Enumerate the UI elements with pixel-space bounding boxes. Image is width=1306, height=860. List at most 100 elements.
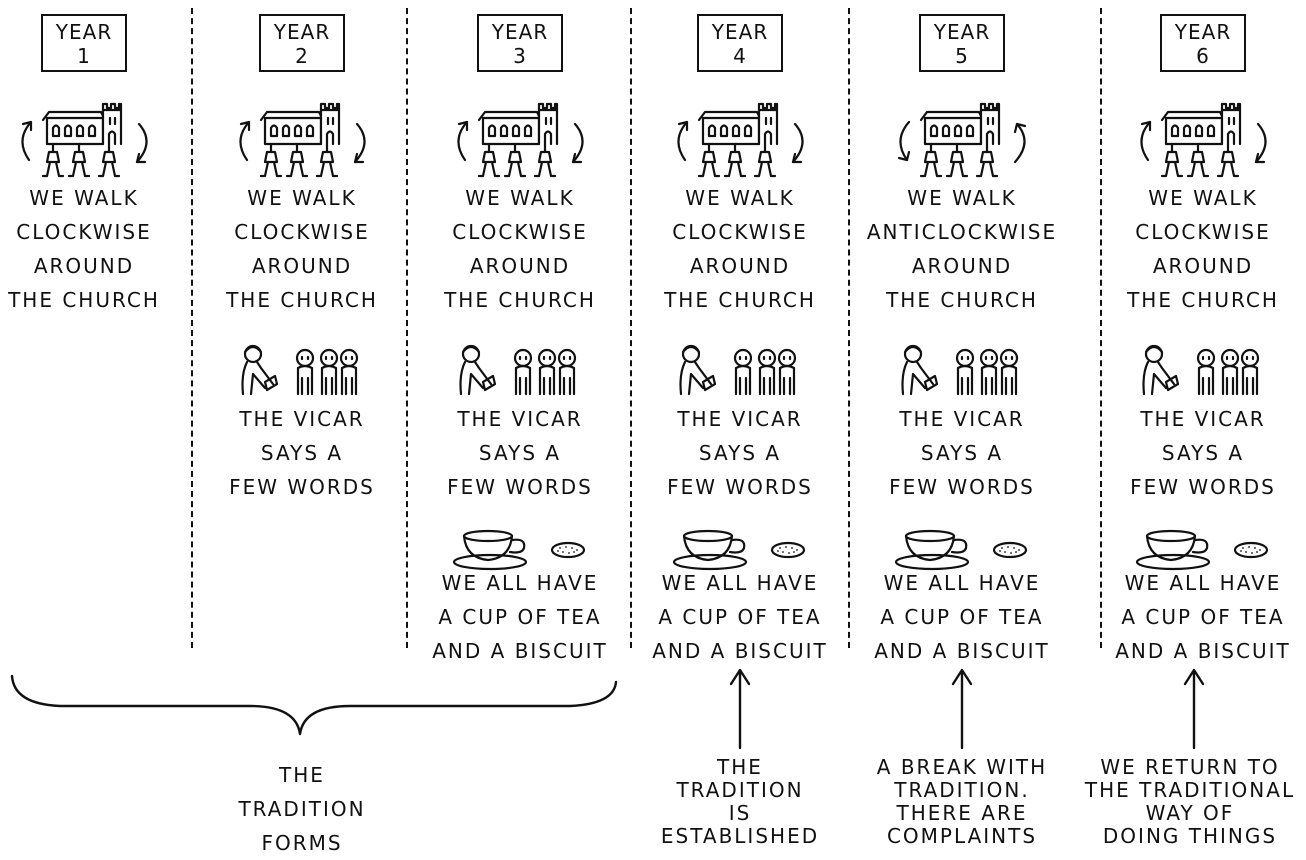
annotation-line: THE <box>717 755 763 779</box>
vicar-caption-line: THE VICAR <box>899 407 1025 431</box>
walk-caption-line: AROUND <box>1152 254 1254 278</box>
walk-caption-line: ANTICLOCKWISE <box>866 220 1058 244</box>
annotation-line: TRADITION. <box>894 778 1030 802</box>
vicar-and-congregation-icon <box>901 344 1019 396</box>
annotation-line: WE RETURN TO <box>1100 755 1280 779</box>
walk-caption: WE WALK CLOCKWISE AROUND THE CHURCH <box>637 181 843 317</box>
teacup-icon <box>1135 529 1211 571</box>
walk-caption-line: CLOCKWISE <box>1135 220 1271 244</box>
tea-caption-line: A CUP OF TEA <box>880 605 1044 629</box>
walk-caption-line: WE WALK <box>685 186 795 210</box>
column-divider <box>630 8 632 648</box>
tea-caption-line: WE ALL HAVE <box>883 571 1041 595</box>
biscuit-icon <box>770 541 806 559</box>
annotation-line: DOING THINGS <box>1102 824 1278 848</box>
biscuit-icon <box>550 541 586 559</box>
vicar-caption-line: SAYS A <box>920 441 1004 465</box>
annotation-line: IS <box>728 801 752 825</box>
church-with-walkers-icon <box>239 102 366 178</box>
vicar-caption-line: FEW WORDS <box>667 475 813 499</box>
vicar-and-congregation-icon <box>1142 344 1260 396</box>
church-with-walkers-icon <box>21 102 148 178</box>
tea-and-biscuit <box>452 529 586 571</box>
walk-caption-line: CLOCKWISE <box>16 220 152 244</box>
vicar-caption-line: FEW WORDS <box>889 475 1035 499</box>
annotation-line: THERE ARE <box>896 801 1028 825</box>
tea-caption-line: AND A BISCUIT <box>1115 639 1291 663</box>
church-with-walkers-icon <box>1140 102 1267 178</box>
vicar-and-congregation-icon <box>241 344 359 396</box>
up-arrow-icon <box>951 668 973 750</box>
tea-caption-line: WE ALL HAVE <box>1124 571 1282 595</box>
column-divider <box>406 8 408 648</box>
tea-caption-line: A CUP OF TEA <box>1121 605 1285 629</box>
walk-caption-line: WE WALK <box>1148 186 1258 210</box>
vicar-caption-line: THE VICAR <box>1140 407 1266 431</box>
up-arrow-icon <box>729 668 751 750</box>
walk-caption-line: THE CHURCH <box>444 288 596 312</box>
walk-caption-line: WE WALK <box>907 186 1017 210</box>
column-divider <box>1100 8 1102 648</box>
walk-caption-line: THE CHURCH <box>886 288 1038 312</box>
walk-caption: WE WALK ANTICLOCKWISE AROUND THE CHURCH <box>859 181 1065 317</box>
walk-caption-line: WE WALK <box>465 186 575 210</box>
teacup-icon <box>894 529 970 571</box>
tea-caption-line: WE ALL HAVE <box>661 571 819 595</box>
annotation-line: THE TRADITIONAL <box>1084 778 1296 802</box>
tea-and-biscuit <box>894 529 1028 571</box>
teacup-icon <box>672 529 748 571</box>
walk-caption-line: AROUND <box>469 254 571 278</box>
year-label: YEAR <box>491 20 549 44</box>
curly-brace-icon <box>10 674 618 736</box>
vicar-caption-line: THE VICAR <box>677 407 803 431</box>
tea-caption-line: A CUP OF TEA <box>438 605 602 629</box>
tea-caption-line: AND A BISCUIT <box>874 639 1050 663</box>
tea-and-biscuit <box>1135 529 1269 571</box>
vicar-and-congregation-icon <box>679 344 797 396</box>
biscuit-icon <box>992 541 1028 559</box>
annotation-line: TRADITION <box>676 778 804 802</box>
year-number: 2 <box>295 44 309 68</box>
walk-caption-line: AROUND <box>33 254 135 278</box>
walk-caption-line: CLOCKWISE <box>672 220 808 244</box>
tea-caption-line: AND A BISCUIT <box>432 639 608 663</box>
walk-caption-line: AROUND <box>689 254 791 278</box>
vicar-caption: THE VICAR SAYS A FEW WORDS <box>859 402 1065 504</box>
walk-caption-line: WE WALK <box>29 186 139 210</box>
annotation-line: ESTABLISHED <box>660 824 820 848</box>
walk-caption-line: THE CHURCH <box>8 288 160 312</box>
walk-caption-line: THE CHURCH <box>664 288 816 312</box>
year-number: 3 <box>513 44 527 68</box>
annotation-line: COMPLAINTS <box>886 824 1038 848</box>
walk-caption: WE WALK CLOCKWISE AROUND THE CHURCH <box>0 181 187 317</box>
walk-caption-line: AROUND <box>911 254 1013 278</box>
tea-caption: WE ALL HAVE A CUP OF TEA AND A BISCUIT <box>1100 566 1306 668</box>
walk-caption-line: WE WALK <box>247 186 357 210</box>
annotation-line: FORMS <box>261 831 343 855</box>
tea-caption: WE ALL HAVE A CUP OF TEA AND A BISCUIT <box>417 566 623 668</box>
year-label: YEAR <box>1174 20 1232 44</box>
vicar-caption-line: FEW WORDS <box>1130 475 1276 499</box>
tea-caption-line: AND A BISCUIT <box>652 639 828 663</box>
vicar-caption-line: THE VICAR <box>239 407 365 431</box>
column-divider <box>848 8 850 648</box>
annotation-line: THE <box>279 763 325 787</box>
tea-caption-line: WE ALL HAVE <box>441 571 599 595</box>
up-arrow-icon <box>1183 668 1205 750</box>
